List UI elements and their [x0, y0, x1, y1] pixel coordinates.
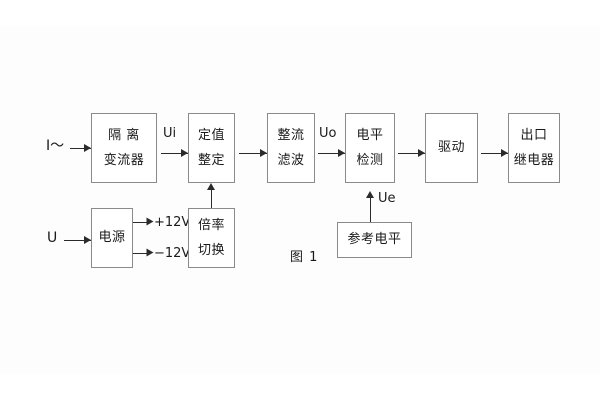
connector-input-to-isolation [70, 148, 91, 149]
block-output-relay-line2: 继电器 [513, 152, 555, 168]
arrowhead-input-to-isolation [84, 144, 91, 152]
arrowhead-rail-neg [146, 248, 154, 257]
arrowhead-isolation-to-setting [181, 149, 188, 157]
block-output-relay[interactable]: 出口 继电器 [508, 113, 560, 183]
diagram-panel [0, 26, 600, 374]
block-isolation-ct-line1: 隔 离 [108, 127, 140, 143]
block-isolation-ct-line2: 变流器 [103, 152, 145, 168]
block-setting-line2: 整定 [197, 152, 225, 168]
connector-rail-neg [133, 253, 150, 254]
arrowhead-rail-pos [146, 217, 154, 226]
signal-label-ui: Ui [163, 126, 177, 141]
arrowhead-multiplier-to-setting [207, 183, 215, 190]
block-reference-level[interactable]: 参考电平 [337, 222, 412, 258]
block-level-detect-line2: 检测 [356, 152, 384, 168]
input-current-label: I～ [46, 138, 65, 154]
rail-label-pos: +12V [154, 215, 191, 230]
block-setting-line1: 定值 [197, 127, 225, 143]
signal-label-uo: Uo [319, 126, 337, 141]
arrowhead-level-to-driver [418, 149, 425, 157]
block-multiplier-switch-line2: 切换 [197, 242, 225, 258]
arrowhead-setting-to-rectify [260, 149, 267, 157]
block-driver-line1: 驱动 [437, 140, 465, 156]
signal-label-ue: Ue [378, 191, 396, 206]
block-multiplier-switch-line1: 倍率 [197, 217, 225, 233]
figure-caption: 图 1 [290, 250, 319, 265]
block-setting[interactable]: 定值 整定 [188, 113, 235, 183]
connector-input-to-power [64, 240, 91, 241]
block-rectify-filter-line1: 整流 [277, 127, 305, 143]
block-power-supply-line1: 电源 [98, 230, 126, 246]
arrowhead-rectify-to-level [338, 149, 345, 157]
connector-level-to-driver [398, 153, 425, 154]
connector-setting-to-rectify [239, 153, 267, 154]
block-output-relay-line1: 出口 [520, 127, 548, 143]
arrowhead-driver-to-relay [501, 149, 508, 157]
input-voltage-label: U [47, 230, 58, 246]
arrowhead-input-to-power [84, 236, 91, 244]
block-reference-level-line1: 参考电平 [347, 232, 402, 248]
block-isolation-ct[interactable]: 隔 离 变流器 [91, 113, 157, 183]
connector-reference-to-level [370, 196, 371, 222]
connector-driver-to-relay [481, 153, 508, 154]
block-multiplier-switch[interactable]: 倍率 切换 [188, 208, 235, 268]
connector-isolation-to-setting [161, 153, 188, 154]
connector-rectify-to-level [318, 153, 345, 154]
connector-rail-pos [133, 222, 150, 223]
arrowhead-reference-to-level [366, 191, 374, 198]
block-level-detect-line1: 电平 [356, 127, 384, 143]
connector-multiplier-to-setting [211, 188, 212, 208]
block-level-detect[interactable]: 电平 检测 [345, 113, 395, 183]
block-rectify-filter-line2: 滤波 [277, 152, 305, 168]
block-power-supply[interactable]: 电源 [91, 208, 133, 268]
block-driver[interactable]: 驱动 [425, 113, 478, 183]
block-rectify-filter[interactable]: 整流 滤波 [267, 113, 315, 183]
rail-label-neg: −12V [154, 246, 191, 261]
